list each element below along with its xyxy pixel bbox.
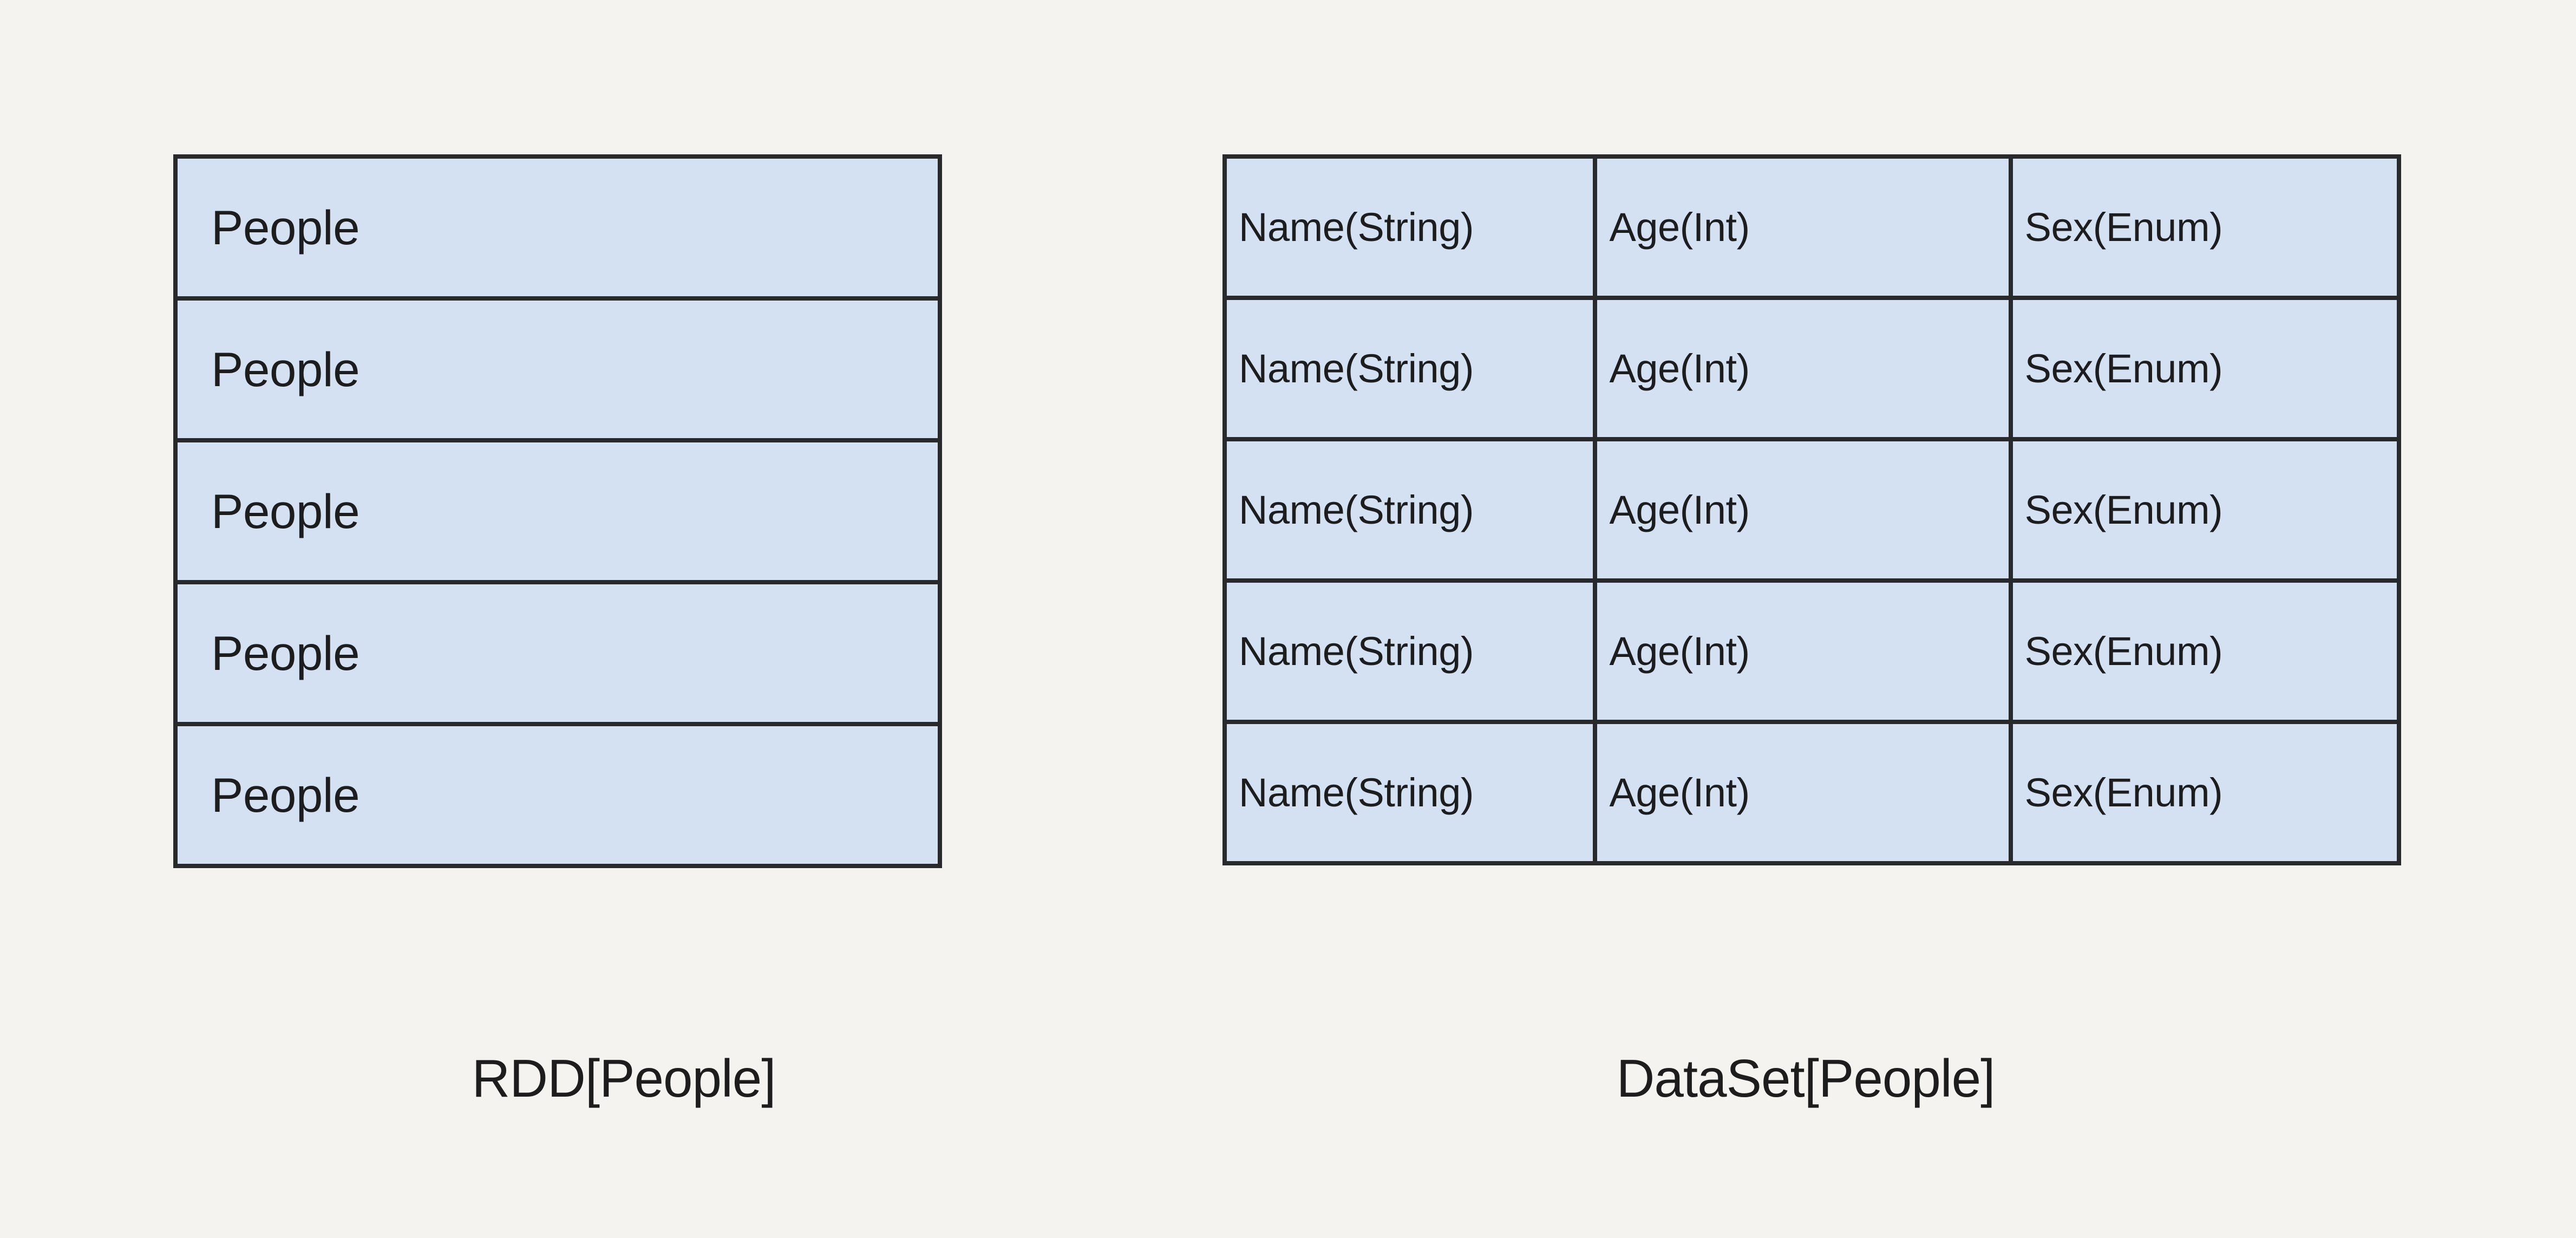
dataset-cell-name: Name(String) (1227, 159, 1598, 296)
table-row: Name(String) Age(Int) Sex(Enum) (1227, 724, 2397, 861)
dataset-cell-name: Name(String) (1227, 300, 1598, 437)
table-row: People (178, 442, 938, 584)
dataset-cell-age: Age(Int) (1597, 159, 2013, 296)
dataset-cell-name: Name(String) (1227, 724, 1598, 861)
rdd-cell: People (178, 584, 938, 722)
rdd-cell: People (178, 726, 938, 864)
dataset-cell-sex: Sex(Enum) (2012, 159, 2397, 296)
rdd-cell: People (178, 301, 938, 438)
table-row: People (178, 726, 938, 864)
dataset-cell-age: Age(Int) (1597, 300, 2013, 437)
dataset-cell-sex: Sex(Enum) (2012, 441, 2397, 578)
dataset-cell-age: Age(Int) (1597, 441, 2013, 578)
dataset-cell-sex: Sex(Enum) (2012, 300, 2397, 437)
dataset-caption-label: DataSet[People] (1616, 1048, 1996, 1108)
table-row: Name(String) Age(Int) Sex(Enum) (1227, 583, 2397, 724)
dataset-cell-age: Age(Int) (1597, 583, 2013, 720)
table-row: People (178, 301, 938, 442)
table-row: People (178, 159, 938, 301)
rdd-cell: People (178, 442, 938, 580)
rdd-cell: People (178, 159, 938, 296)
table-row: Name(String) Age(Int) Sex(Enum) (1227, 159, 2397, 300)
rdd-caption-label: RDD[People] (472, 1048, 776, 1108)
dataset-cell-sex: Sex(Enum) (2012, 724, 2397, 861)
rdd-table: People People People People People (173, 154, 942, 868)
table-row: Name(String) Age(Int) Sex(Enum) (1227, 300, 2397, 441)
dataset-cell-sex: Sex(Enum) (2012, 583, 2397, 720)
table-row: Name(String) Age(Int) Sex(Enum) (1227, 441, 2397, 583)
table-row: People (178, 584, 938, 726)
dataset-cell-name: Name(String) (1227, 583, 1598, 720)
dataset-table: Name(String) Age(Int) Sex(Enum) Name(Str… (1222, 154, 2401, 865)
dataset-cell-name: Name(String) (1227, 441, 1598, 578)
dataset-cell-age: Age(Int) (1597, 724, 2013, 861)
